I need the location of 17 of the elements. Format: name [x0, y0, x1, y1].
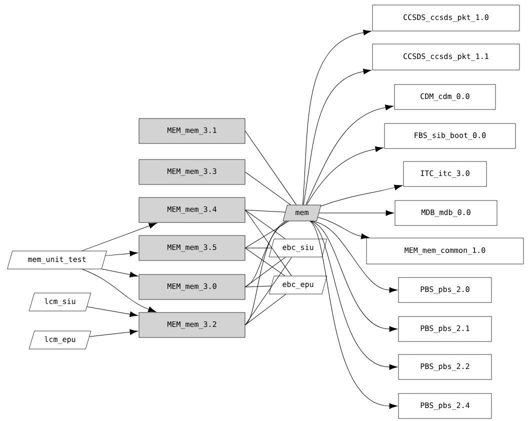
arrow	[302, 30, 372, 206]
arrow	[89, 329, 138, 337]
arrow	[318, 210, 394, 216]
arrow	[310, 220, 398, 293]
arrow	[310, 220, 398, 409]
arrow	[320, 184, 402, 206]
arrow	[82, 222, 157, 252]
arrow	[82, 268, 156, 312]
arrow	[86, 306, 138, 318]
arrow	[303, 68, 372, 206]
arrow	[102, 268, 138, 278]
arrow	[310, 220, 398, 370]
arrow	[310, 220, 398, 332]
arrow	[306, 104, 394, 206]
arrow	[105, 250, 138, 256]
arrow	[306, 146, 384, 206]
arrow	[318, 217, 370, 240]
